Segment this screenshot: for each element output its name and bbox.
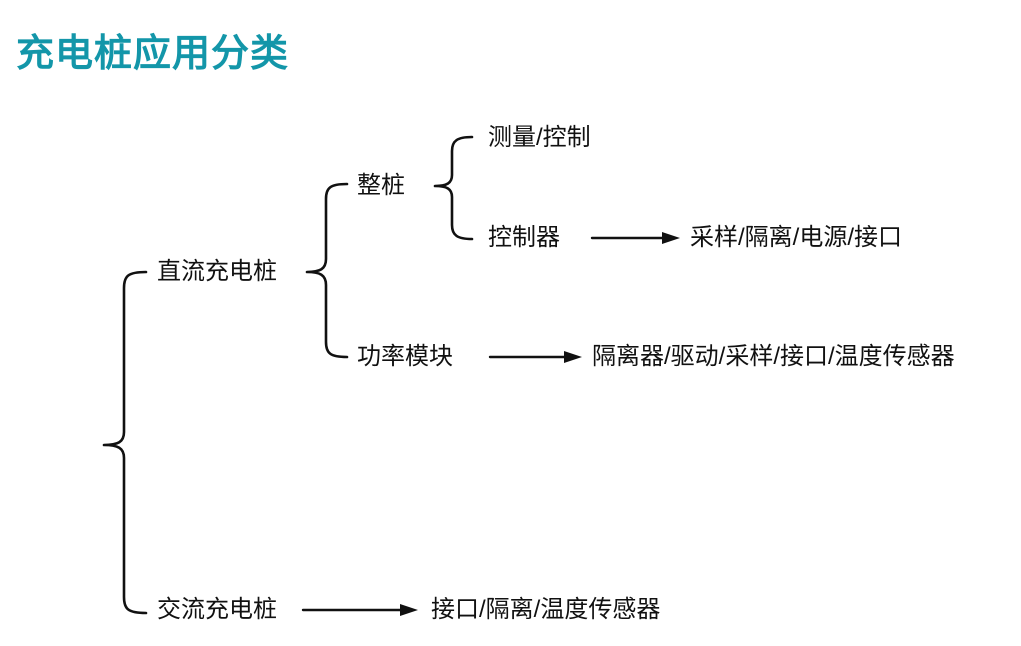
node-controller[interactable]: 控制器 (488, 224, 560, 251)
leaf-power-module-parts: 隔离器/驱动/采样/接口/温度传感器 (592, 343, 955, 370)
whole-pile-brace (433, 135, 474, 241)
node-ac-pile[interactable]: 交流充电桩 (157, 596, 277, 623)
node-power-module[interactable]: 功率模块 (357, 343, 453, 370)
dc-pile-brace (305, 182, 349, 359)
root-brace (102, 270, 148, 615)
controller-arrow-head (662, 232, 680, 244)
node-dc-pile[interactable]: 直流充电桩 (157, 258, 277, 285)
node-measure-control[interactable]: 测量/控制 (488, 124, 591, 151)
leaf-ac-pile-parts: 接口/隔离/温度传感器 (431, 596, 661, 623)
ac-pile-arrow-head (400, 604, 418, 616)
node-whole-pile[interactable]: 整桩 (357, 172, 405, 199)
power-module-arrow-head (564, 351, 582, 363)
leaf-controller-parts: 采样/隔离/电源/接口 (690, 224, 903, 251)
page-title: 充电桩应用分类 (16, 33, 290, 75)
